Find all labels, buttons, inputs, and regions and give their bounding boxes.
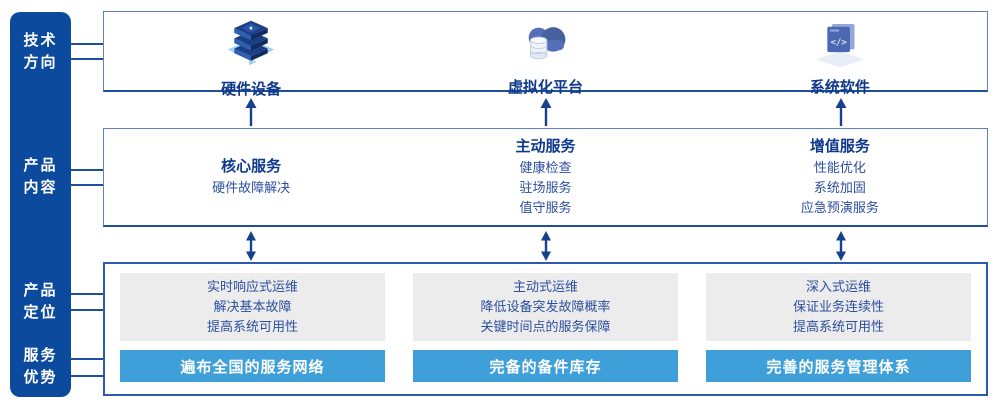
service-item: 硬件故障解决 — [212, 180, 291, 195]
value-added-service-column: 增值服务 性能优化 系统加固 应急预演服务 — [693, 129, 987, 225]
positioning-panel: 实时响应式运维 解决基本故障 提高系统可用性 — [120, 273, 385, 341]
core-service-title: 核心服务 — [221, 158, 282, 175]
sidebar-label-tech-direction: 技术 方向 — [23, 32, 58, 71]
hardware-title: 硬件设备 — [221, 81, 282, 98]
connector-line — [70, 184, 104, 186]
positioning-point: 降低设备突发故障概率 — [480, 299, 611, 314]
svg-text:</>: </> — [830, 38, 847, 48]
server-stack-icon — [221, 17, 281, 76]
service-item: 值守服务 — [519, 200, 572, 215]
positioning-column-1: 实时响应式运维 解决基本故障 提高系统可用性 遍布全国的服务网络 — [120, 273, 385, 384]
advantage-bar: 完善的服务管理体系 — [706, 350, 971, 382]
product-content-box: 核心服务 硬件故障解决 主动服务 健康检查 驻场服务 值守服务 增值服务 性能优… — [103, 128, 988, 227]
positioning-column-2: 主动式运维 降低设备突发故障概率 关键时间点的服务保障 完备的备件库存 — [413, 273, 678, 384]
up-arrow-icon — [244, 97, 258, 127]
cloud-database-icon — [516, 17, 574, 74]
positioning-point: 实时响应式运维 — [206, 279, 298, 294]
connector-line — [70, 43, 104, 45]
sidebar-label-product-positioning: 产品 定位 — [23, 282, 58, 321]
active-service-column: 主动服务 健康检查 驻场服务 值守服务 — [398, 129, 692, 225]
service-item: 系统加固 — [813, 180, 866, 195]
positioning-point: 提高系统可用性 — [792, 319, 884, 334]
advantage-bar: 遍布全国的服务网络 — [120, 350, 385, 382]
up-arrow-icon — [539, 97, 553, 127]
connector-line — [70, 169, 104, 171]
service-item: 驻场服务 — [519, 180, 572, 195]
double-arrow-icon — [834, 231, 848, 261]
category-sidebar: 技术 方向 产品 内容 产品 定位 服务 优势 — [10, 12, 71, 397]
system-software-column: </> 系统软件 — [693, 12, 987, 96]
value-added-service-title: 增值服务 — [809, 138, 870, 155]
positioning-box: 实时响应式运维 解决基本故障 提高系统可用性 遍布全国的服务网络 主动式运维 降… — [103, 262, 988, 396]
double-arrow-icon — [539, 231, 553, 261]
service-item: 健康检查 — [519, 160, 572, 175]
positioning-panel: 深入式运维 保证业务连续性 提高系统可用性 — [706, 273, 971, 341]
up-arrow-icon — [834, 97, 848, 127]
double-arrow-icon — [244, 231, 258, 261]
positioning-point: 解决基本故障 — [213, 299, 292, 314]
positioning-point: 保证业务连续性 — [792, 299, 884, 314]
connector-line — [70, 309, 104, 311]
tech-direction-box: 硬件设备 虚拟化平台 — [103, 11, 988, 98]
positioning-column-3: 深入式运维 保证业务连续性 提高系统可用性 完善的服务管理体系 — [706, 273, 971, 384]
connector-line — [70, 293, 104, 295]
positioning-point: 主动式运维 — [512, 279, 578, 294]
service-item: 应急预演服务 — [800, 200, 879, 215]
virtualization-title: 虚拟化平台 — [507, 79, 583, 96]
advantage-bar: 完备的备件库存 — [413, 350, 678, 382]
hardware-column: 硬件设备 — [104, 12, 398, 98]
positioning-point: 提高系统可用性 — [206, 319, 298, 334]
positioning-panel: 主动式运维 降低设备突发故障概率 关键时间点的服务保障 — [413, 273, 678, 341]
code-window-icon: </> — [811, 17, 869, 74]
sidebar-label-product-content: 产品 内容 — [23, 157, 58, 196]
positioning-point: 关键时间点的服务保障 — [480, 319, 611, 334]
sidebar-label-service-advantage: 服务 优势 — [23, 347, 58, 386]
core-service-column: 核心服务 硬件故障解决 — [104, 129, 398, 225]
connector-line — [70, 58, 104, 60]
service-item: 性能优化 — [813, 160, 866, 175]
system-software-title: 系统软件 — [809, 79, 870, 96]
active-service-title: 主动服务 — [515, 138, 576, 155]
connector-line — [70, 358, 104, 360]
connector-line — [70, 375, 104, 377]
positioning-point: 深入式运维 — [805, 279, 871, 294]
virtualization-column: 虚拟化平台 — [398, 12, 692, 96]
